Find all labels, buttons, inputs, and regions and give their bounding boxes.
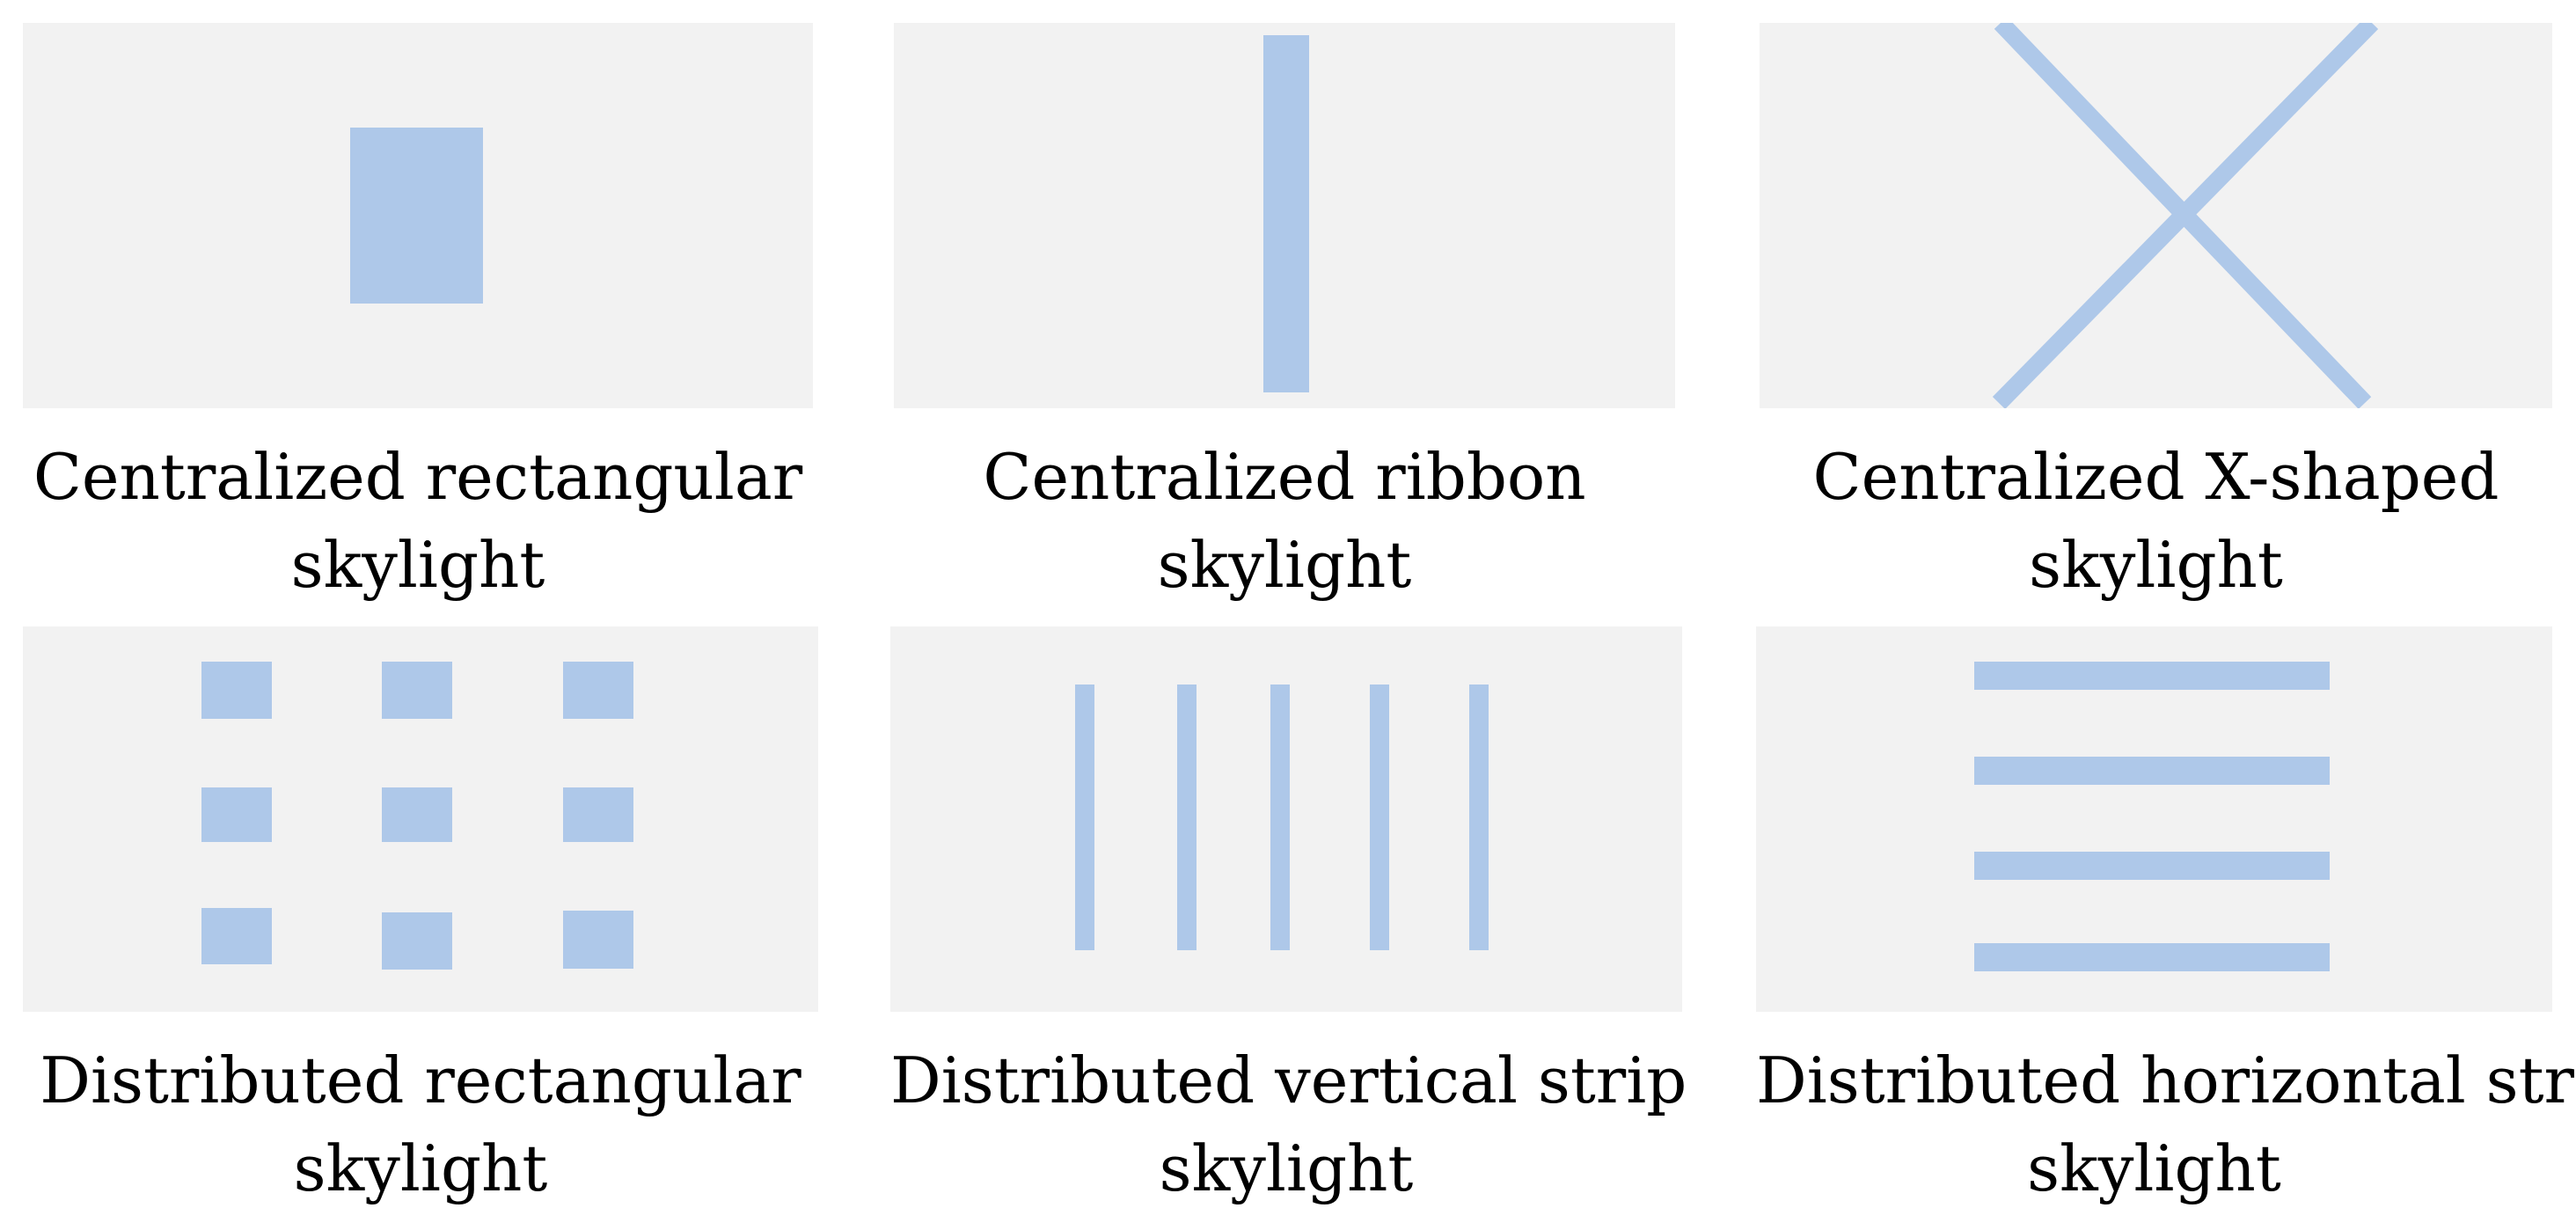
centralized-x-shaped-panel: [1760, 23, 2552, 408]
caption-line: Distributed horizontal strip: [1756, 1043, 2576, 1117]
caption-line: skylight: [290, 528, 545, 602]
distributed-horizontal-strip-diagram: [1974, 662, 2330, 971]
centralized-rectangular-caption: Centralized rectangular skylight: [23, 433, 813, 609]
skylight-rect: [350, 128, 483, 304]
skylight-strip: [1075, 685, 1094, 950]
skylight-rect: [382, 787, 452, 842]
caption-line: Centralized X-shaped: [1812, 440, 2499, 514]
skylight-strip: [1974, 662, 2330, 690]
skylight-rect: [563, 911, 633, 969]
skylight-rect: [563, 787, 633, 842]
skylight-rect: [201, 908, 272, 964]
centralized-x-shaped-diagram: [1992, 23, 2379, 408]
skylight-rect: [201, 787, 272, 842]
centralized-ribbon-panel: [894, 23, 1675, 408]
caption-line: Distributed rectangular: [40, 1043, 801, 1117]
caption-line: skylight: [1159, 1131, 1414, 1205]
distributed-horizontal-strip-panel: [1756, 626, 2552, 1012]
skylight-rect: [382, 912, 452, 970]
skylight-rect: [382, 662, 452, 719]
skylight-strip: [1370, 685, 1389, 950]
distributed-vertical-strip-caption: Distributed vertical strip skylight: [890, 1036, 1687, 1212]
skylight-strip: [1974, 943, 2330, 971]
caption-line: Distributed vertical strip: [890, 1043, 1687, 1117]
distributed-rectangular-diagram: [201, 662, 633, 970]
skylight-strip: [1469, 685, 1489, 950]
centralized-x-shaped-caption: Centralized X-shaped skylight: [1760, 433, 2552, 609]
caption-line: Centralized rectangular: [33, 440, 803, 514]
caption-line: skylight: [2029, 528, 2283, 602]
distributed-vertical-strip-diagram: [1075, 685, 1489, 950]
caption-line: skylight: [1157, 528, 1412, 602]
distributed-rectangular-caption: Distributed rectangular skylight: [23, 1036, 818, 1212]
caption-line: skylight: [2027, 1131, 2281, 1205]
skylight-rect: [563, 662, 633, 719]
centralized-ribbon-diagram: [1263, 35, 1309, 392]
skylight-ribbon: [1263, 35, 1309, 392]
caption-line: Centralized ribbon: [983, 440, 1586, 514]
skylight-strip: [1177, 685, 1197, 950]
skylight-rect: [201, 662, 272, 719]
centralized-rectangular-diagram: [350, 128, 483, 304]
distributed-horizontal-strip-caption: Distributed horizontal strip skylight: [1756, 1036, 2576, 1212]
skylight-strip: [1270, 685, 1290, 950]
distributed-vertical-strip-panel: [890, 626, 1682, 1012]
distributed-rectangular-panel: [23, 626, 818, 1012]
skylight-diagonal: [1992, 23, 2379, 408]
caption-line: skylight: [293, 1131, 548, 1205]
skylight-strip: [1974, 757, 2330, 785]
centralized-ribbon-caption: Centralized ribbon skylight: [894, 433, 1675, 609]
skylight-strip: [1974, 852, 2330, 880]
centralized-rectangular-panel: [23, 23, 813, 408]
